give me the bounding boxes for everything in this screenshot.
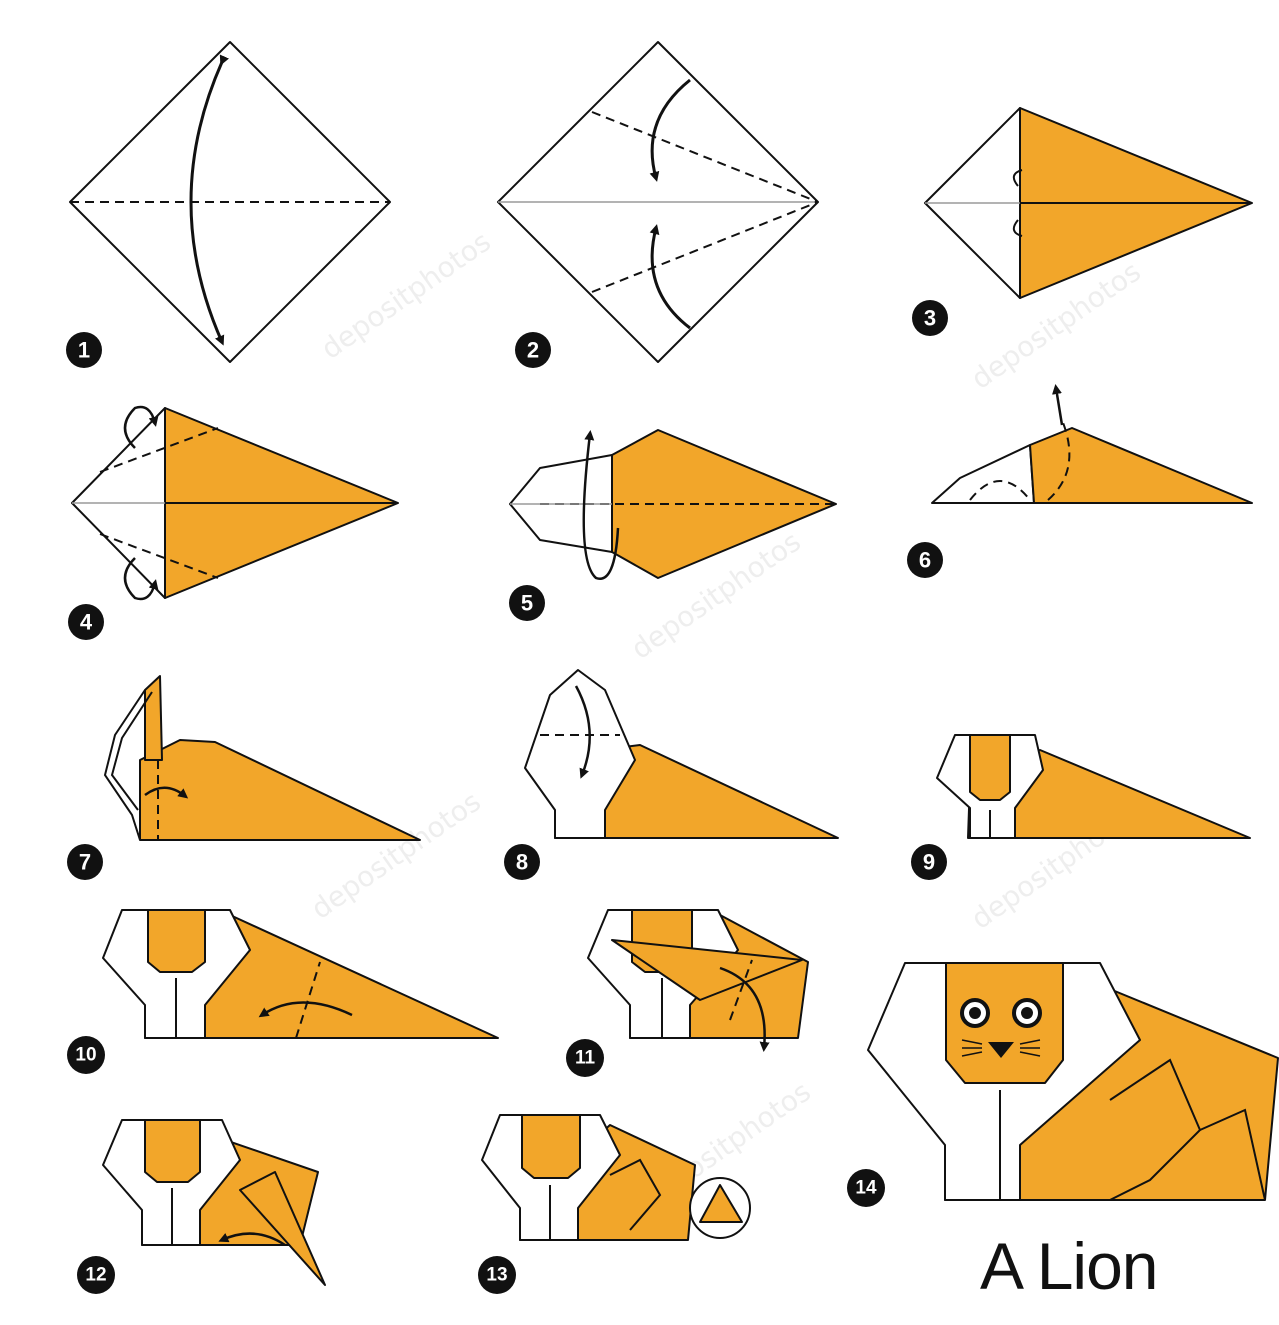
step-6-diagram — [932, 388, 1252, 503]
step-number: 4 — [80, 610, 93, 635]
step-number: 2 — [527, 338, 539, 363]
lion-eye-icon — [1014, 1000, 1040, 1026]
step-9-diagram — [937, 735, 1250, 838]
step-badge-11: 11 — [566, 1039, 604, 1077]
step-badge-2: 2 — [515, 332, 551, 368]
step-number: 5 — [521, 591, 533, 616]
step-badge-4: 4 — [68, 604, 104, 640]
step-number: 13 — [486, 1265, 507, 1286]
step-1-diagram — [70, 42, 390, 362]
step-number: 9 — [923, 850, 935, 875]
step-badge-7: 7 — [67, 844, 103, 880]
step-number: 7 — [79, 850, 91, 875]
step-number: 11 — [575, 1048, 596, 1069]
step-10-diagram — [103, 910, 498, 1038]
step-3-diagram — [925, 108, 1252, 298]
step-14-diagram — [868, 963, 1278, 1200]
step-8-diagram — [525, 670, 838, 838]
step-13-diagram — [482, 1115, 750, 1240]
step-4-diagram — [72, 407, 398, 599]
step-number: 12 — [85, 1265, 106, 1286]
step-badge-14: 14 — [847, 1169, 885, 1207]
step-badge-1: 1 — [66, 332, 102, 368]
step-number: 14 — [855, 1178, 877, 1199]
step-11-diagram — [588, 910, 808, 1048]
step-12-diagram — [103, 1120, 325, 1285]
step-badge-8: 8 — [504, 844, 540, 880]
step-number: 1 — [78, 338, 90, 363]
step-number: 8 — [516, 850, 528, 875]
step-number: 10 — [75, 1045, 96, 1066]
lion-eye-icon — [962, 1000, 988, 1026]
step-badge-10: 10 — [67, 1036, 105, 1074]
step-2-diagram — [498, 42, 818, 362]
step-badge-6: 6 — [907, 542, 943, 578]
step-badge-12: 12 — [77, 1256, 115, 1294]
step-number: 3 — [924, 306, 936, 331]
step-badge-13: 13 — [478, 1256, 516, 1294]
diagram-title: A Lion — [980, 1228, 1158, 1304]
step-badge-5: 5 — [509, 585, 545, 621]
step-badge-3: 3 — [912, 300, 948, 336]
step-7-diagram — [105, 676, 420, 840]
step-badge-9: 9 — [911, 844, 947, 880]
step-number: 6 — [919, 548, 931, 573]
